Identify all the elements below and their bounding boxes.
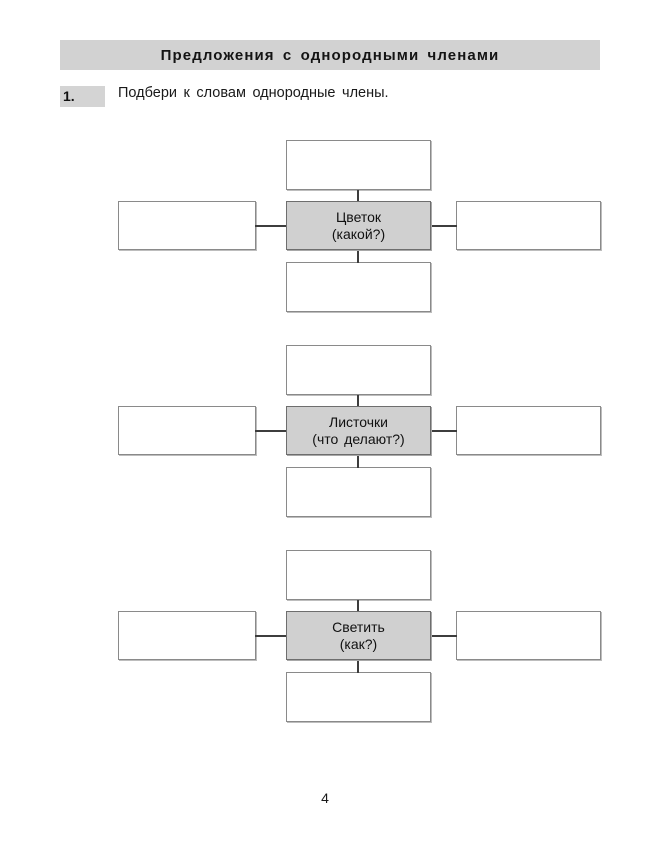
connector-bottom-1	[357, 249, 359, 263]
answer-box-right-2[interactable]	[456, 406, 601, 455]
page-number: 4	[321, 790, 329, 806]
answer-box-left-3[interactable]	[118, 611, 256, 660]
answer-box-top-3[interactable]	[286, 550, 431, 600]
connector-top-1	[357, 190, 359, 202]
connector-right-2	[430, 430, 457, 432]
prompt-question-2: (что делают?)	[312, 430, 405, 447]
answer-box-left-1[interactable]	[118, 201, 256, 250]
answer-box-bottom-2[interactable]	[286, 467, 431, 517]
answer-box-top-1[interactable]	[286, 140, 431, 190]
cluster-diagram-1: Цветок (какой?)	[0, 140, 650, 320]
answer-box-bottom-1[interactable]	[286, 262, 431, 312]
connector-top-2	[357, 395, 359, 407]
page-title: Предложения с однородными членами	[160, 46, 500, 64]
answer-box-left-2[interactable]	[118, 406, 256, 455]
prompt-word-3: Светить	[332, 619, 385, 636]
prompt-word-2: Листочки	[329, 414, 388, 431]
connector-right-3	[430, 635, 457, 637]
prompt-box-center-3: Светить (как?)	[286, 611, 431, 660]
connector-bottom-2	[357, 454, 359, 468]
connector-bottom-3	[357, 659, 359, 673]
task-instruction-text: Подбери к словам однородные члены.	[118, 85, 389, 101]
cluster-diagram-2: Листочки (что делают?)	[0, 345, 650, 525]
cluster-diagram-3: Светить (как?)	[0, 550, 650, 730]
answer-box-right-3[interactable]	[456, 611, 601, 660]
worksheet-header-bar: Предложения с однородными членами	[60, 40, 600, 70]
answer-box-right-1[interactable]	[456, 201, 601, 250]
prompt-word-1: Цветок	[335, 209, 382, 226]
prompt-question-1: (какой?)	[331, 225, 386, 242]
answer-box-bottom-3[interactable]	[286, 672, 431, 722]
connector-top-3	[357, 600, 359, 612]
prompt-box-center-2: Листочки (что делают?)	[286, 406, 431, 455]
task-number-badge: 1.	[60, 86, 105, 107]
answer-box-top-2[interactable]	[286, 345, 431, 395]
connector-right-1	[430, 225, 457, 227]
connector-left-1	[255, 225, 287, 227]
prompt-question-3: (как?)	[339, 635, 378, 652]
connector-left-3	[255, 635, 287, 637]
prompt-box-center-1: Цветок (какой?)	[286, 201, 431, 250]
task-row: 1. Подбери к словам однородные члены.	[60, 85, 600, 112]
connector-left-2	[255, 430, 287, 432]
